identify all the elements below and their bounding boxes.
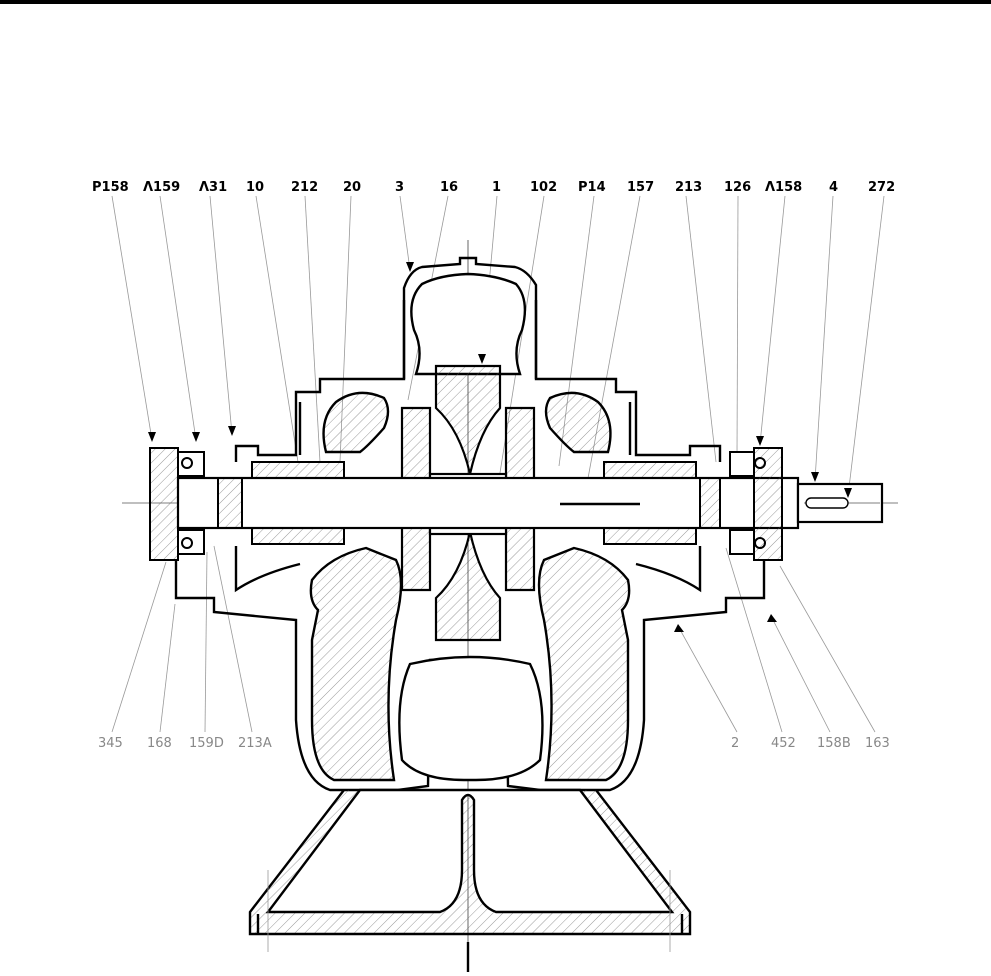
callout-label-4: 4 (829, 180, 838, 195)
callout-label-159d: 159D (189, 736, 224, 751)
lower-casing (174, 546, 766, 792)
right-bearing-assembly (603, 447, 783, 561)
bottom-callout-labels: 345 168 159D 213A 2 452 158B 163 (98, 736, 890, 751)
leader-arrowheads (148, 262, 852, 632)
bottom-leader-lines (111, 545, 876, 733)
callout-label-168: 168 (147, 736, 172, 751)
callout-label-p14: P14 (578, 180, 606, 195)
top-border-rule (0, 0, 991, 4)
callout-label-452: 452 (771, 736, 796, 751)
callout-label-10: 10 (246, 180, 264, 195)
callout-label-345: 345 (98, 736, 123, 751)
callout-label-157: 157 (627, 180, 654, 195)
upper-casing (234, 256, 722, 462)
callout-label-163: 163 (865, 736, 890, 751)
callout-label-1: 1 (492, 180, 501, 195)
callout-label-158b: 158B (817, 736, 851, 751)
shaft (176, 476, 884, 530)
callout-label-212: 212 (291, 180, 318, 195)
callout-label-p158: P158 (92, 180, 129, 195)
callout-label-272: 272 (868, 180, 895, 195)
pedestal-base (248, 788, 692, 972)
callout-label-3: 3 (395, 180, 404, 195)
top-callout-labels: P158 Λ159 Λ31 10 212 20 3 16 1 102 P14 1… (92, 180, 895, 195)
callout-label-a159: Λ159 (143, 180, 180, 195)
callout-label-213a: 213A (238, 736, 272, 751)
callout-label-a31: Λ31 (199, 180, 227, 195)
callout-label-213: 213 (675, 180, 702, 195)
callout-label-20: 20 (343, 180, 361, 195)
top-leader-lines (111, 195, 885, 501)
callout-label-2: 2 (731, 736, 739, 751)
left-bearing-assembly (149, 447, 345, 561)
callout-label-102: 102 (530, 180, 557, 195)
callout-label-126: 126 (724, 180, 751, 195)
callout-label-a158: Λ158 (765, 180, 802, 195)
callout-label-16: 16 (440, 180, 458, 195)
